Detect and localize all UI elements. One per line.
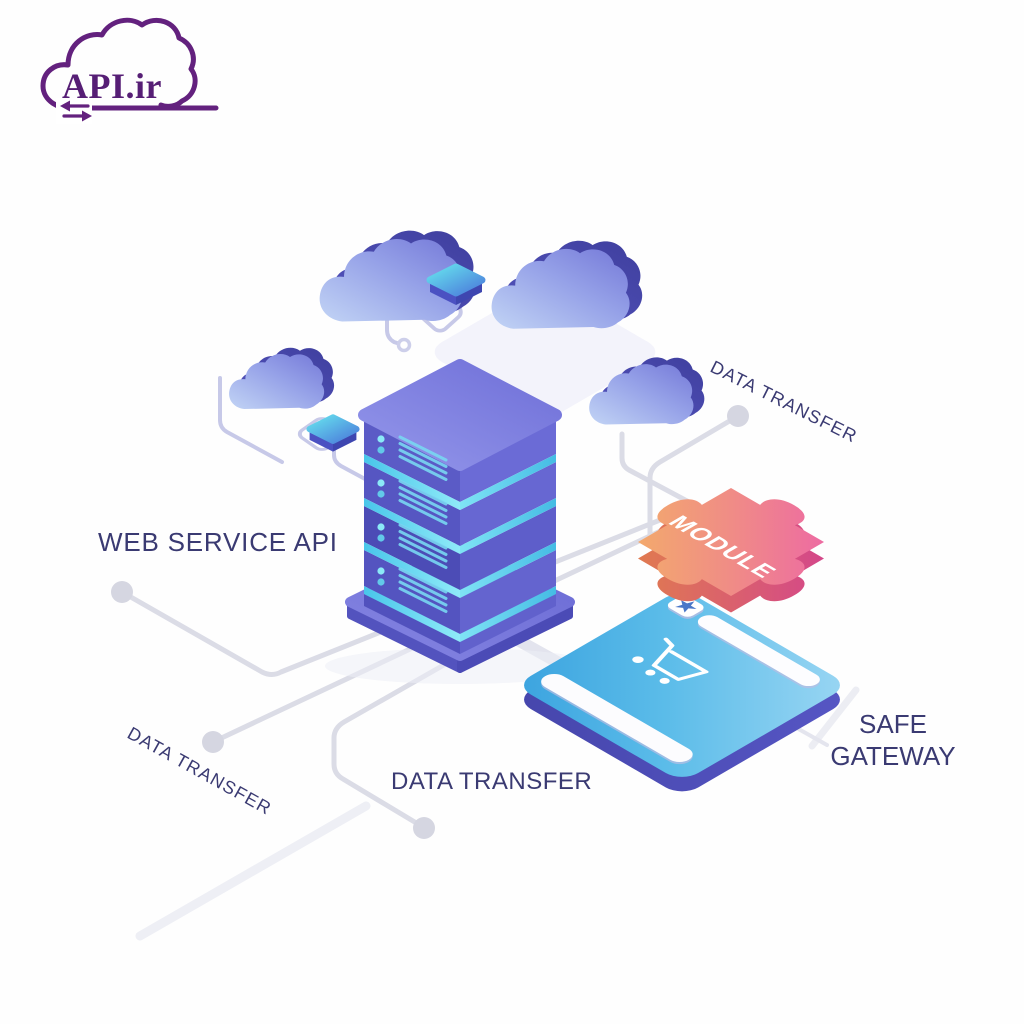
endpoint-dots <box>111 405 749 839</box>
chip-icon-top <box>426 263 486 305</box>
background-streak <box>135 801 371 941</box>
star-icon <box>675 600 697 613</box>
cloud-face <box>229 353 325 410</box>
logo-arrow-backing <box>56 98 92 124</box>
chip-top <box>426 263 486 297</box>
server-tiers-left <box>364 418 460 654</box>
shopping-cart-icon <box>632 637 709 684</box>
cloud-icon-left <box>229 347 335 410</box>
gateway-bottom-bar <box>541 673 693 762</box>
background-streak <box>808 686 860 750</box>
gateway-top-bar <box>697 615 820 687</box>
server-led-dots <box>377 435 385 586</box>
safe-gateway-label-line1: SAFE <box>859 709 927 739</box>
logo-cloud-outline-icon <box>40 17 219 111</box>
connector-line <box>331 647 473 827</box>
server-stack-icon <box>325 359 595 684</box>
background-streaks <box>135 686 860 941</box>
server-top-face <box>358 359 562 471</box>
data-transfer-label-top-right: DATA TRANSFER <box>707 357 861 447</box>
wire <box>332 444 380 488</box>
endpoint-dot <box>111 581 133 603</box>
wire <box>218 376 284 464</box>
endpoint-dot <box>202 731 224 753</box>
gateway-card-top <box>524 593 840 777</box>
module-puzzle-icon: MODULE <box>604 468 858 632</box>
cloud-icon-top-right <box>491 240 643 329</box>
cloud-face <box>491 248 630 329</box>
connector-line <box>647 413 741 543</box>
safe-gateway-card <box>524 593 840 792</box>
connector-line <box>619 431 705 512</box>
exchange-arrows-icon <box>60 100 92 122</box>
endpoint-dot <box>413 817 435 839</box>
chip-top <box>306 414 360 444</box>
server-tiers-right <box>460 418 556 654</box>
wire-node-dot <box>396 337 412 353</box>
connector-line <box>119 505 693 677</box>
safe-gateway-label-line2: GATEWAY <box>830 741 955 771</box>
data-transfer-label-bottom-center: DATA TRANSFER <box>391 768 592 795</box>
wire <box>385 286 399 345</box>
chip-icon-left <box>306 414 360 452</box>
endpoint-dot <box>727 405 749 427</box>
data-transfer-label-bottom-left: DATA TRANSFER <box>124 723 275 819</box>
logo: API.ir <box>40 17 219 124</box>
server-vent-lines <box>398 435 448 613</box>
server-cyan-stripes <box>364 454 556 642</box>
web-service-api-label: WEB SERVICE API <box>98 527 338 557</box>
